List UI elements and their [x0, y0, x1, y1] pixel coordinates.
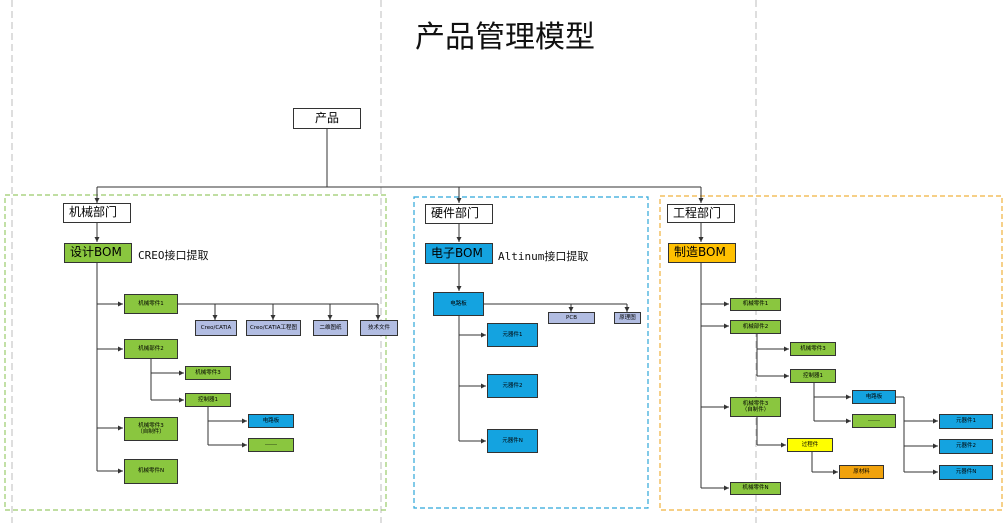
mech-part-n-node: 机械零件N: [124, 459, 178, 484]
root-node: 产品: [293, 108, 361, 129]
hardware-dept-node: 硬件部门: [425, 204, 493, 224]
mech-part-3-self-made-node: 机械零件3 （自制件）: [124, 417, 178, 441]
node-line: 机械零件3: [138, 422, 164, 429]
pcb-node: PCB: [548, 312, 595, 324]
creo-catia-node: Creo/CATIA: [195, 320, 237, 336]
mech-circuit-board-node: 电路板: [248, 414, 294, 428]
eng-part-3-node: 机械零件3: [790, 342, 836, 356]
component-2-node: 元器件2: [487, 374, 538, 398]
eng-component-2-node: 元器件2: [939, 439, 993, 454]
eng-component-1-node: 元器件1: [939, 414, 993, 429]
manufacturing-bom-node: 制造BOM: [668, 243, 736, 263]
eng-component-n-node: 元器件N: [939, 465, 993, 480]
eng-part-n-node: 机械零件N: [730, 482, 781, 495]
creo-interface-note: CREO接口提取: [138, 249, 209, 262]
controller-node: 控制器1: [185, 393, 231, 407]
raw-material-node: 原材料: [839, 465, 884, 479]
engineering-dept-node: 工程部门: [667, 204, 735, 223]
eng-part-1-node: 机械零件1: [730, 298, 781, 311]
tech-doc-node: 技术文件: [360, 320, 398, 336]
node-line: 机械零件3: [742, 400, 769, 407]
mech-part-3-node: 机械零件3: [185, 366, 231, 380]
mechanical-dept-node: 机械部门: [63, 203, 131, 223]
region-mechanical: [4, 194, 387, 511]
eng-dashes-node: ------: [852, 414, 896, 428]
eng-assembly-2-node: 机械部件2: [730, 320, 781, 334]
mech-assembly-2-node: 机械部件2: [124, 339, 178, 359]
electronic-bom-node: 电子BOM: [425, 243, 493, 264]
node-line: （自制件）: [137, 429, 165, 435]
design-bom-node: 设计BOM: [64, 243, 132, 263]
component-n-node: 元器件N: [487, 429, 538, 453]
page-guides: [11, 0, 757, 523]
process-part-node: 过程件: [787, 438, 833, 452]
hw-circuit-board-node: 电路板: [433, 292, 484, 316]
altinum-interface-note: Altinum接口提取: [498, 250, 589, 263]
mech-part-1-node: 机械零件1: [124, 294, 178, 314]
region-hardware: [413, 196, 649, 509]
2d-drawing-node: 二维图纸: [313, 320, 348, 336]
page-title: 产品管理模型: [415, 20, 595, 55]
component-1-node: 元器件1: [487, 323, 538, 347]
region-engineering: [659, 195, 1003, 511]
mech-dashes-node: ------: [248, 438, 294, 452]
schematic-node: 原理图: [614, 312, 641, 324]
eng-part-3-self-made-node: 机械零件3 （自制件）: [730, 397, 781, 417]
node-line: （自制件）: [741, 407, 770, 413]
eng-controller-node: 控制器1: [790, 369, 836, 383]
eng-circuit-board-node: 电路板: [852, 390, 896, 404]
creo-catia-drawing-node: Creo/CATIA工程图: [246, 320, 301, 336]
